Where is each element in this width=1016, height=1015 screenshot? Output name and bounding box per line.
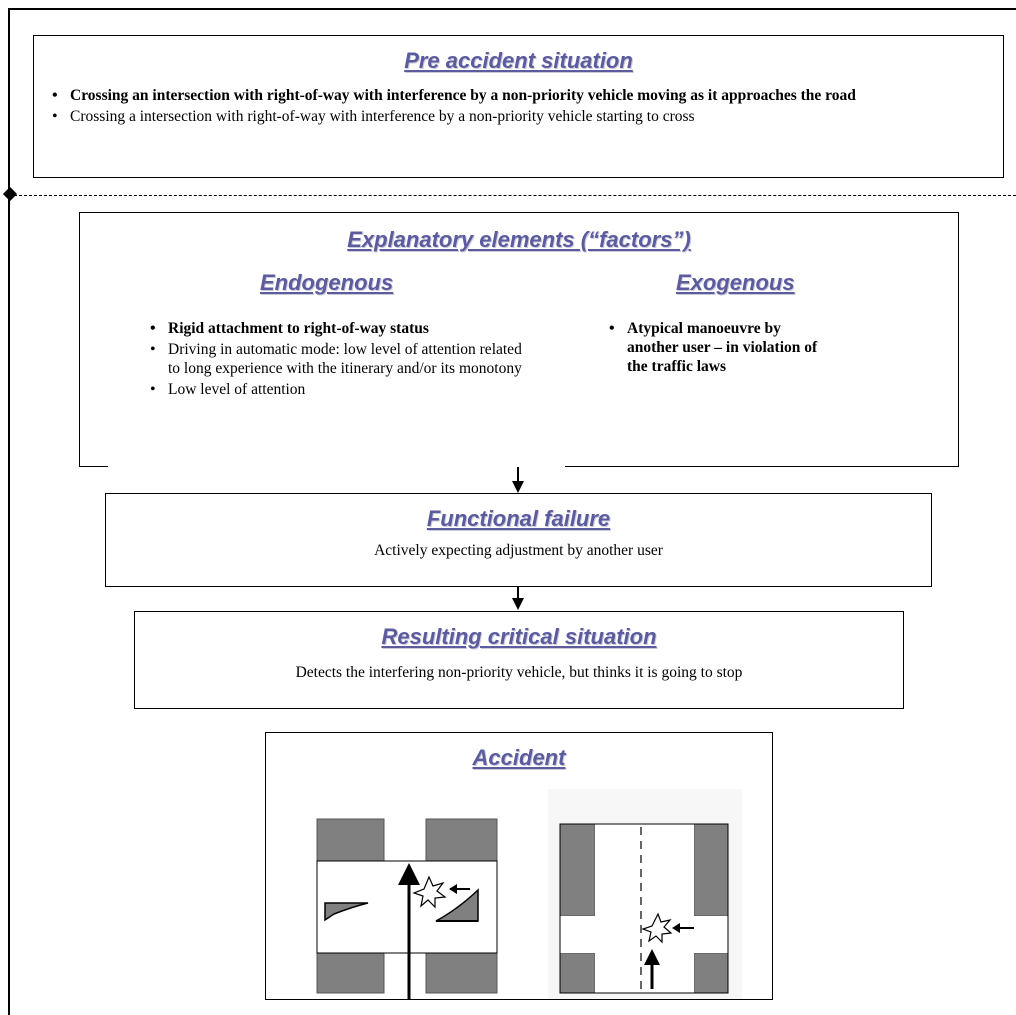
functional-failure-text: Actively expecting adjustment by another… [374, 542, 663, 559]
functional-failure-title: Functional failure [426, 506, 611, 531]
up-arrow [644, 949, 660, 989]
pre-accident-list: Crossing an intersection with right-of-w… [48, 86, 991, 126]
exogenous-list: Atypical manoeuvre by another user – in … [605, 319, 835, 376]
intersection-diagram-right [548, 789, 742, 999]
pre-accident-title: Pre accident situation [404, 48, 633, 73]
building-block [693, 823, 729, 917]
vehicle-wedge-right [435, 888, 479, 922]
outer-frame [8, 8, 1016, 1015]
building-block [425, 818, 498, 862]
intersection-diagram-left [314, 797, 502, 999]
flow-arrow-line [517, 467, 519, 485]
critical-situation-box: Resulting critical situation Detects the… [134, 611, 904, 709]
list-item: Low level of attention [146, 380, 531, 399]
building-block [316, 818, 385, 862]
building-block [425, 952, 498, 994]
explanatory-title: Explanatory elements (“factors”) [347, 227, 691, 252]
list-item: Driving in automatic mode: low level of … [146, 340, 531, 378]
building-block [559, 823, 596, 917]
endogenous-list: Rigid attachment to right-of-way status … [146, 319, 531, 399]
pre-accident-box: Pre accident situation Crossing an inter… [33, 35, 1004, 178]
collision-star-icon [641, 912, 673, 944]
building-block [316, 952, 385, 994]
border-gap [108, 464, 565, 469]
up-arrow [398, 863, 420, 999]
accident-box: Accident [265, 732, 773, 1000]
flow-arrow-head [512, 598, 524, 610]
vehicle-wedge-left [324, 902, 369, 922]
flow-arrow-line [517, 587, 519, 603]
list-item: Crossing an intersection with right-of-w… [48, 86, 991, 105]
building-block [693, 952, 729, 994]
collision-star-icon [412, 875, 447, 909]
left-arrow [449, 884, 470, 894]
explanatory-box: Explanatory elements (“factors”) Endogen… [79, 212, 959, 467]
functional-failure-box: Functional failure Actively expecting ad… [105, 493, 932, 587]
accident-title: Accident [472, 745, 566, 770]
list-item: Rigid attachment to right-of-way status [146, 319, 531, 338]
flow-arrow-head [512, 481, 524, 493]
building-block [559, 952, 596, 994]
critical-situation-text: Detects the interfering non-priority veh… [295, 664, 743, 681]
exogenous-title: Exogenous [676, 270, 795, 295]
critical-situation-title: Resulting critical situation [381, 624, 657, 649]
list-item: Atypical manoeuvre by another user – in … [605, 319, 835, 376]
list-item: Crossing a intersection with right-of-wa… [48, 107, 991, 126]
endogenous-title: Endogenous [260, 270, 394, 295]
left-arrow [672, 923, 694, 933]
dashed-separator [14, 195, 1016, 196]
